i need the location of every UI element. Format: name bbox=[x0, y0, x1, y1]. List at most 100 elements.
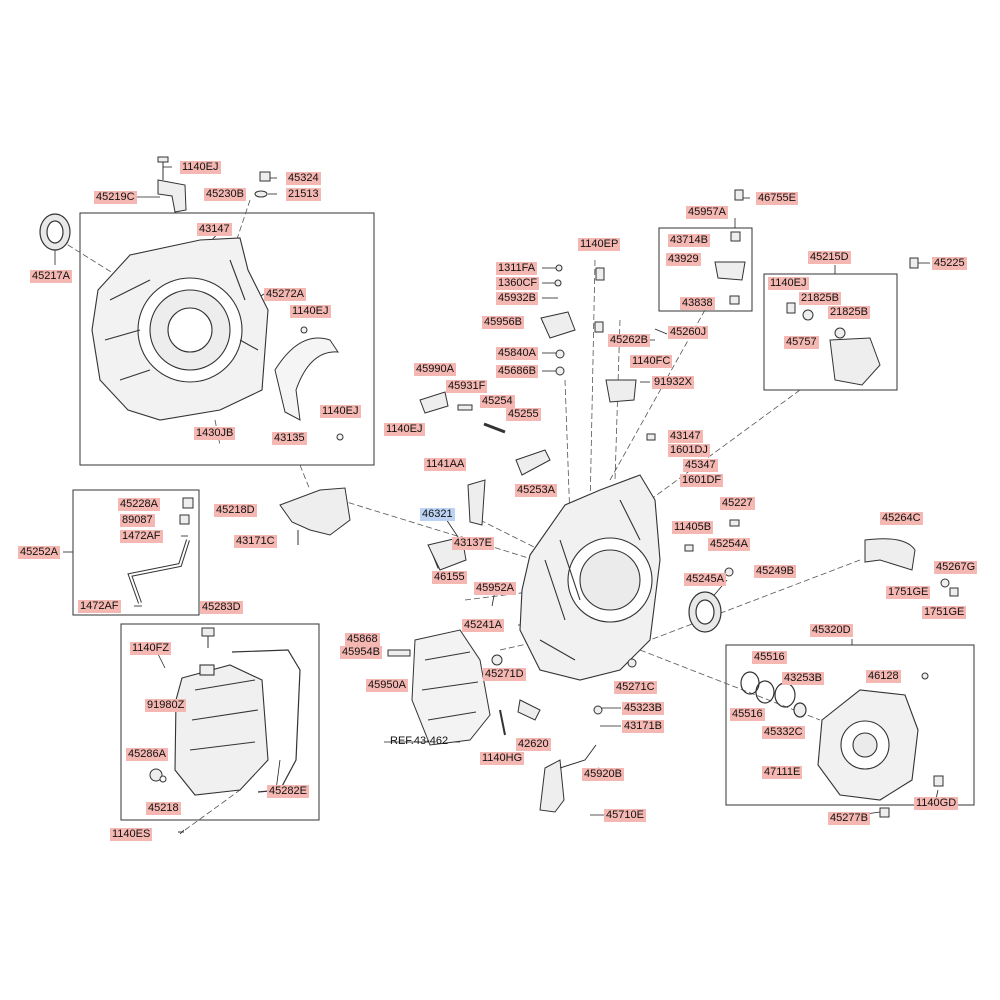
part-label-1140ej[interactable]: 1140EJ bbox=[768, 277, 809, 290]
part-label-45516[interactable]: 45516 bbox=[730, 708, 765, 721]
part-label-45283d[interactable]: 45283D bbox=[200, 601, 243, 614]
part-label-45868[interactable]: 45868 bbox=[345, 633, 380, 646]
part-label-45282e[interactable]: 45282E bbox=[267, 785, 309, 798]
part-label-46321-selected[interactable]: 46321 bbox=[420, 508, 455, 521]
part-label-43147[interactable]: 43147 bbox=[197, 223, 232, 236]
part-label-11405b[interactable]: 11405B bbox=[672, 521, 714, 534]
part-label-45957a[interactable]: 45957A bbox=[686, 206, 728, 219]
mount-bracket-part bbox=[279, 487, 351, 545]
part-label-45516[interactable]: 45516 bbox=[752, 651, 787, 664]
part-label-1751ge[interactable]: 1751GE bbox=[922, 606, 967, 619]
part-label-43838[interactable]: 43838 bbox=[680, 297, 715, 310]
part-label-42620[interactable]: 42620 bbox=[516, 738, 551, 751]
part-label-1140ej[interactable]: 1140EJ bbox=[290, 305, 331, 318]
part-label-45254[interactable]: 45254 bbox=[480, 395, 515, 408]
part-label-45272a[interactable]: 45272A bbox=[264, 288, 306, 301]
part-label-91980z[interactable]: 91980Z bbox=[145, 699, 187, 712]
part-label-45277b[interactable]: 45277B bbox=[828, 812, 870, 825]
part-label-91932x[interactable]: 91932X bbox=[652, 376, 694, 389]
part-label-45271c[interactable]: 45271C bbox=[614, 681, 657, 694]
part-label-47111e[interactable]: 47111E bbox=[762, 766, 803, 779]
part-label-45950a[interactable]: 45950A bbox=[366, 679, 408, 692]
oil-pan-part bbox=[174, 664, 269, 796]
part-label-1140hg[interactable]: 1140HG bbox=[480, 752, 525, 765]
part-label-45228a[interactable]: 45228A bbox=[118, 498, 160, 511]
part-label-45215d[interactable]: 45215D bbox=[808, 251, 851, 264]
part-label-1472af[interactable]: 1472AF bbox=[120, 530, 163, 543]
part-label-1140gd[interactable]: 1140GD bbox=[914, 797, 959, 810]
part-label-45320d[interactable]: 45320D bbox=[810, 624, 853, 637]
part-label-45252a[interactable]: 45252A bbox=[18, 546, 60, 559]
part-label-1311fa[interactable]: 1311FA bbox=[496, 262, 538, 275]
part-label-45267g[interactable]: 45267G bbox=[934, 561, 978, 574]
part-label-1140ep[interactable]: 1140EP bbox=[578, 238, 621, 251]
part-label-45241a[interactable]: 45241A bbox=[462, 619, 504, 632]
part-label-45710e[interactable]: 45710E bbox=[604, 809, 646, 822]
part-label-45952a[interactable]: 45952A bbox=[474, 582, 516, 595]
part-label-43929[interactable]: 43929 bbox=[666, 253, 701, 266]
part-label-21513[interactable]: 21513 bbox=[286, 188, 321, 201]
part-label-45323b[interactable]: 45323B bbox=[622, 702, 664, 715]
part-label-45218[interactable]: 45218 bbox=[146, 802, 181, 815]
part-label-45347[interactable]: 45347 bbox=[683, 459, 718, 472]
part-label-45920b[interactable]: 45920B bbox=[582, 768, 624, 781]
oil-seal-part bbox=[39, 213, 71, 251]
part-label-45217a[interactable]: 45217A bbox=[30, 270, 72, 283]
part-label-1140ej[interactable]: 1140EJ bbox=[180, 161, 221, 174]
part-label-89087[interactable]: 89087 bbox=[120, 514, 155, 527]
part-label-43171b[interactable]: 43171B bbox=[622, 720, 664, 733]
group-box-rear-cover bbox=[725, 644, 975, 806]
part-label-45324[interactable]: 45324 bbox=[286, 172, 321, 185]
part-label-1140ej[interactable]: 1140EJ bbox=[320, 405, 361, 418]
part-label-45260j[interactable]: 45260J bbox=[668, 326, 709, 339]
part-label-45264c[interactable]: 45264C bbox=[880, 512, 923, 525]
part-label-45253a[interactable]: 45253A bbox=[515, 484, 557, 497]
part-label-45230b[interactable]: 45230B bbox=[204, 188, 246, 201]
part-label-1601dj[interactable]: 1601DJ bbox=[668, 444, 710, 457]
part-label-45956b[interactable]: 45956B bbox=[482, 316, 524, 329]
part-label-43147[interactable]: 43147 bbox=[668, 430, 703, 443]
part-label-1430jb[interactable]: 1430JB bbox=[194, 427, 236, 440]
group-box-cover bbox=[763, 273, 898, 391]
part-label-45254a[interactable]: 45254A bbox=[708, 538, 750, 551]
part-label-45255[interactable]: 45255 bbox=[506, 408, 541, 421]
part-label-45332c[interactable]: 45332C bbox=[762, 726, 805, 739]
part-label-21825b[interactable]: 21825B bbox=[828, 306, 870, 319]
part-label-43137e[interactable]: 43137E bbox=[452, 537, 494, 550]
part-label-1140fz[interactable]: 1140FZ bbox=[130, 642, 172, 655]
part-label-43714b[interactable]: 43714B bbox=[668, 234, 710, 247]
part-label-1472af[interactable]: 1472AF bbox=[78, 600, 121, 613]
part-label-1141aa[interactable]: 1141AA bbox=[424, 458, 467, 471]
group-box-converter-housing bbox=[79, 212, 375, 466]
part-label-45840a[interactable]: 45840A bbox=[496, 347, 538, 360]
part-label-46755e[interactable]: 46755E bbox=[756, 192, 798, 205]
part-label-45262b[interactable]: 45262B bbox=[608, 334, 650, 347]
part-label-45245a[interactable]: 45245A bbox=[684, 573, 726, 586]
baffle-plate-part bbox=[274, 326, 344, 441]
part-label-1140es[interactable]: 1140ES bbox=[110, 828, 153, 841]
part-label-1360cf[interactable]: 1360CF bbox=[496, 277, 540, 290]
part-label-46128[interactable]: 46128 bbox=[866, 670, 901, 683]
part-label-45990a[interactable]: 45990A bbox=[414, 363, 456, 376]
part-label-45932b[interactable]: 45932B bbox=[496, 292, 538, 305]
part-label-1140ej[interactable]: 1140EJ bbox=[384, 423, 425, 436]
part-label-45249b[interactable]: 45249B bbox=[754, 565, 796, 578]
part-label-1751ge[interactable]: 1751GE bbox=[886, 586, 931, 599]
part-label-45686b[interactable]: 45686B bbox=[496, 365, 538, 378]
part-label-43135[interactable]: 43135 bbox=[272, 432, 307, 445]
part-label-43171c[interactable]: 43171C bbox=[234, 535, 277, 548]
part-label-45757[interactable]: 45757 bbox=[784, 336, 819, 349]
part-label-21825b[interactable]: 21825B bbox=[799, 292, 841, 305]
part-label-45225[interactable]: 45225 bbox=[932, 257, 967, 270]
part-label-45954b[interactable]: 45954B bbox=[340, 646, 382, 659]
part-label-1140fc[interactable]: 1140FC bbox=[630, 355, 673, 368]
part-label-45271d[interactable]: 45271D bbox=[483, 668, 526, 681]
part-label-45286a[interactable]: 45286A bbox=[126, 748, 168, 761]
part-label-45218d[interactable]: 45218D bbox=[214, 504, 257, 517]
part-label-45931f[interactable]: 45931F bbox=[446, 380, 488, 393]
part-label-1601df[interactable]: 1601DF bbox=[680, 474, 724, 487]
part-label-45227[interactable]: 45227 bbox=[720, 497, 755, 510]
part-label-46155[interactable]: 46155 bbox=[432, 571, 467, 584]
part-label-43253b[interactable]: 43253B bbox=[782, 672, 824, 685]
part-label-45219c[interactable]: 45219C bbox=[94, 191, 137, 204]
